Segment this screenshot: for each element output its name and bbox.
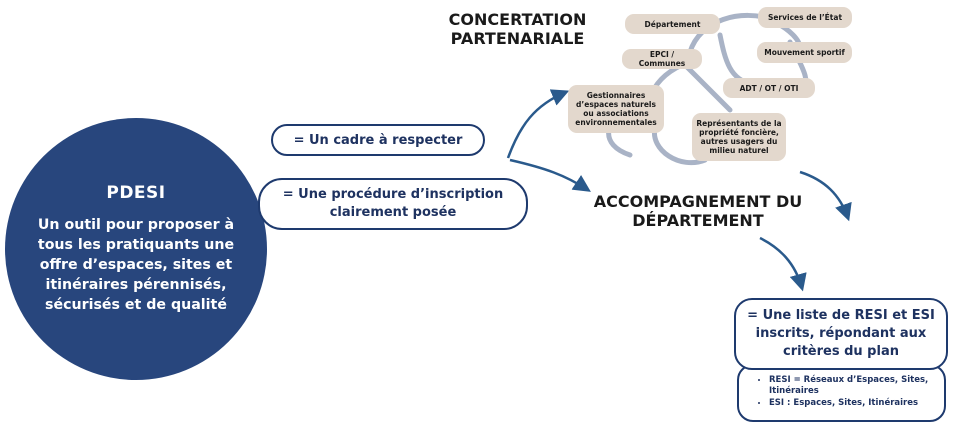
definition-resi: RESI = Réseaux d’Espaces, Sites, Itinéra…	[769, 375, 936, 397]
definitions-list: RESI = Réseaux d’Espaces, Sites, Itinéra…	[757, 375, 936, 409]
arrow-to-result	[759, 236, 807, 292]
definitions-box: RESI = Réseaux d’Espaces, Sites, Itinéra…	[737, 364, 946, 422]
partner-services-etat: Services de l’État	[758, 7, 852, 28]
arrow-to-accompagnement	[509, 158, 591, 192]
pdesi-circle: PDESI Un outil pour proposer à tous les …	[5, 118, 267, 380]
result-text: = Une liste de RESI et ESI inscrits, rép…	[747, 308, 935, 359]
partner-gestionnaires: Gestionnaires d’espaces naturels ou asso…	[568, 85, 664, 133]
arrow-concertation-down	[799, 170, 852, 222]
partner-epci: EPCI / Communes	[622, 49, 702, 69]
partner-representants: Représentants de la propriété foncière, …	[692, 113, 786, 161]
pill-cadre: = Un cadre à respecter	[271, 124, 485, 156]
definition-esi: ESI : Espaces, Sites, Itinéraires	[769, 398, 936, 409]
concertation-heading: CONCERTATION PARTENARIALE	[448, 10, 587, 48]
pill-procedure: = Une procédure d’inscription clairement…	[258, 178, 528, 230]
accompagnement-heading: ACCOMPAGNEMENT DU DÉPARTEMENT	[593, 192, 803, 230]
pill-procedure-label: = Une procédure d’inscription clairement…	[282, 187, 504, 220]
pdesi-description: Un outil pour proposer à tous les pratiq…	[37, 217, 235, 313]
result-box: = Une liste de RESI et ESI inscrits, rép…	[734, 298, 948, 370]
partner-departement: Département	[625, 14, 720, 34]
partner-mouvement-sportif: Mouvement sportif	[757, 42, 852, 63]
arrow-to-concertation	[506, 89, 570, 159]
pdesi-title: PDESI	[106, 183, 166, 203]
partner-adt: ADT / OT / OTI	[723, 78, 815, 98]
pill-cadre-label: = Un cadre à respecter	[293, 132, 463, 148]
